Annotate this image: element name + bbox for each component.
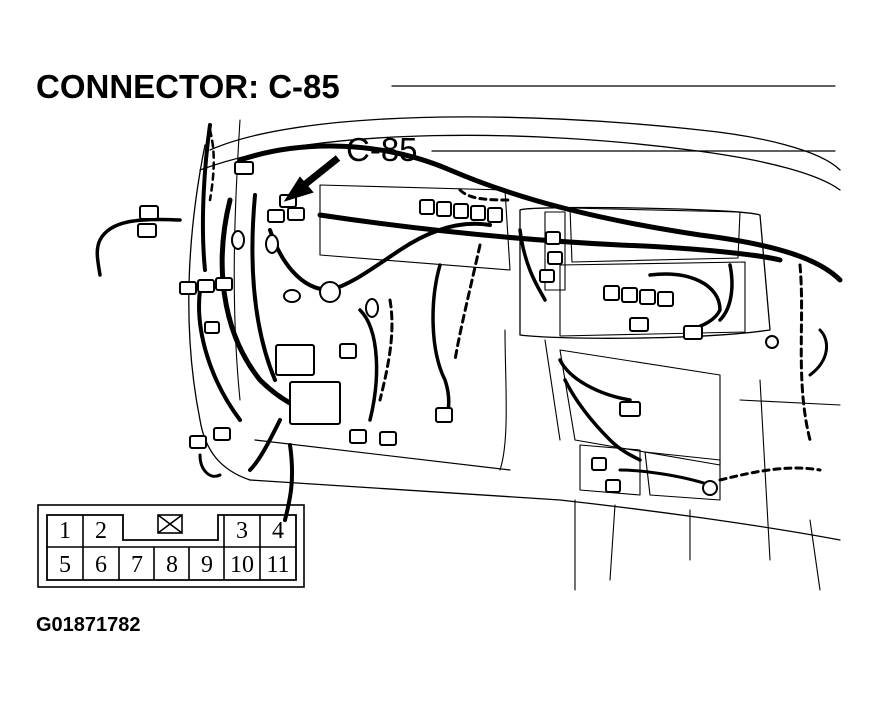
center-bezel: [519, 206, 771, 339]
pin-number: 6: [95, 552, 107, 578]
harness-connectors: [137, 161, 779, 496]
upper-panel-outline: [319, 184, 511, 271]
connector-face: [37, 504, 305, 588]
connector-outer-shell: [37, 504, 305, 588]
callout-arrow-head: [283, 176, 314, 202]
pin-number: 5: [59, 552, 71, 578]
relay-block: [275, 344, 315, 376]
figure-id: G01871782: [36, 614, 141, 636]
pin-number: 3: [236, 518, 248, 544]
blocked-cavity-x-box: [157, 514, 183, 534]
dash-left-edge: [188, 144, 251, 481]
pin-number: 1: [59, 518, 71, 544]
pin-number: 2: [95, 518, 107, 544]
main-harness: [237, 143, 843, 283]
pin-number: 7: [131, 552, 143, 578]
pin-number: 9: [201, 552, 213, 578]
connector-title: CONNECTOR: C-85: [36, 68, 340, 105]
dash-bottom-edge: [249, 479, 841, 541]
pin-number: 10: [230, 552, 254, 578]
pin-number: 11: [266, 552, 290, 578]
dash-top-edge: [209, 116, 841, 171]
connector-cavity-outline: [46, 514, 297, 581]
pin-number: 8: [166, 552, 178, 578]
connector-block: [234, 161, 254, 175]
pin-number: 4: [272, 518, 284, 544]
